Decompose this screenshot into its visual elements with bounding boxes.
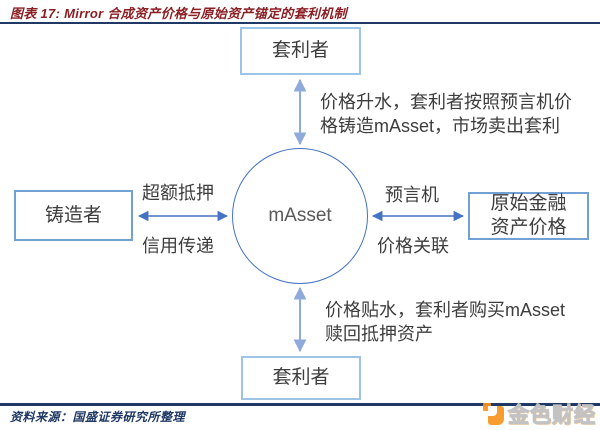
underlying-line1: 原始金融	[490, 193, 567, 214]
jinse-finance-logo: 金色财经	[483, 399, 596, 428]
overcollateral-label: 超额抵押	[142, 183, 214, 203]
source-note: 资料来源：国盛证券研究所整理	[10, 410, 186, 424]
underlying-asset-price-box: 原始金融 资产价格	[468, 192, 589, 240]
jinse-logo-icon	[483, 402, 505, 426]
figure-title: 图表 17: Mirror 合成资产价格与原始资产锚定的套利机制	[10, 6, 347, 21]
minter-label: 铸造者	[44, 204, 102, 226]
arbitrageur-bottom-label: 套利者	[272, 367, 330, 388]
masset-circle: mAsset	[232, 148, 368, 284]
premium-note: 价格升水，套利者按照预言机价 格铸造mAsset，市场卖出套利	[320, 90, 572, 138]
arbitrageur-bottom-box: 套利者	[241, 356, 361, 400]
credit-transfer-label: 信用传递	[142, 236, 214, 256]
top-divider	[0, 22, 600, 24]
masset-label: mAsset	[268, 205, 332, 226]
price-link-label: 价格关联	[377, 236, 449, 256]
arbitrageur-top-label: 套利者	[271, 40, 329, 61]
oracle-label: 预言机	[385, 185, 439, 205]
premium-note-line2: 格铸造mAsset，市场卖出套利	[320, 116, 561, 136]
bottom-divider	[0, 403, 600, 406]
underlying-line2: 资产价格	[490, 217, 567, 238]
discount-note-line1: 价格贴水，套利者购买mAsset	[325, 300, 566, 320]
arbitrageur-top-box: 套利者	[240, 27, 361, 75]
jinse-logo-text: 金色财经	[508, 403, 596, 427]
discount-note-line2: 赎回抵押资产	[325, 324, 433, 344]
underlying-asset-price-label: 原始金融 资产价格	[490, 192, 566, 240]
premium-note-line1: 价格升水，套利者按照预言机价	[320, 92, 572, 112]
minter-box: 铸造者	[14, 190, 133, 241]
discount-note: 价格贴水，套利者购买mAsset 赎回抵押资产	[325, 298, 565, 346]
